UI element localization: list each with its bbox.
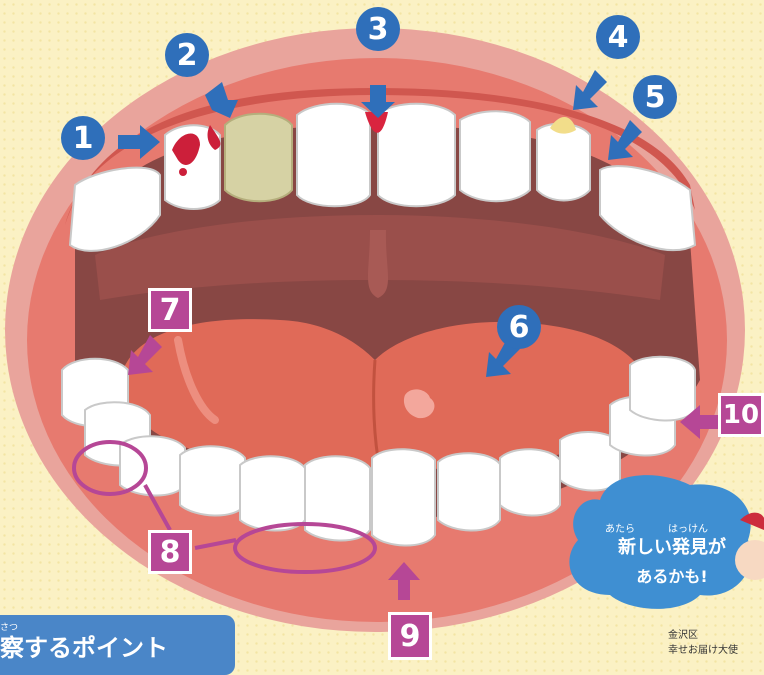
uvula (368, 230, 388, 298)
marker-2: 2 (165, 33, 209, 77)
marker-10: 10 (718, 393, 764, 437)
marker-3: 3 (356, 7, 400, 51)
marker-1: 1 (61, 116, 105, 160)
bubble-line-1: 新しい発見が (592, 533, 752, 559)
marker-6: 6 (497, 305, 541, 349)
marker-5: 5 (633, 75, 677, 119)
panel-title: 察するポイント (0, 628, 168, 663)
marker-7: 7 (148, 288, 192, 332)
marker-8: 8 (148, 530, 192, 574)
marker-4: 4 (596, 15, 640, 59)
credit-line-1: 金沢区 (668, 626, 698, 641)
bubble-line-2: あるかも! (592, 563, 752, 587)
credit-line-2: 幸せお届け大使 (668, 641, 738, 656)
marker-9: 9 (388, 612, 432, 660)
